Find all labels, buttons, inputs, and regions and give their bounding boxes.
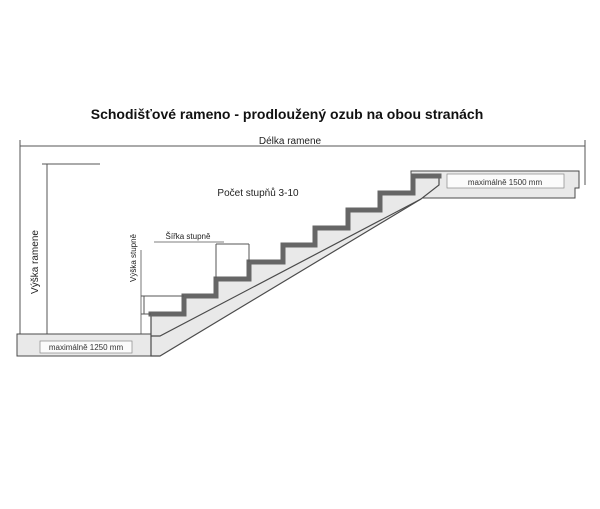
- max-bottom-label: maximálně 1250 mm: [49, 343, 124, 352]
- max-top-box: [446, 173, 565, 189]
- step-count-label: Počet stupňů 3-10: [217, 187, 299, 199]
- stair-soffit: [151, 198, 422, 337]
- height-label: Výška ramene: [30, 230, 41, 294]
- length-label: Délka ramene: [259, 136, 322, 147]
- step-profile: [148, 173, 442, 317]
- max-top-label: maximálně 1500 mm: [468, 178, 543, 187]
- stair-flight: [150, 175, 440, 357]
- step-width-label: Šířka stupně: [166, 232, 211, 241]
- diagram-title: Schodišťové rameno - prodloužený ozub na…: [91, 106, 484, 122]
- step-height-label: Výška stupně: [129, 233, 138, 282]
- max-bottom-box: [39, 340, 133, 354]
